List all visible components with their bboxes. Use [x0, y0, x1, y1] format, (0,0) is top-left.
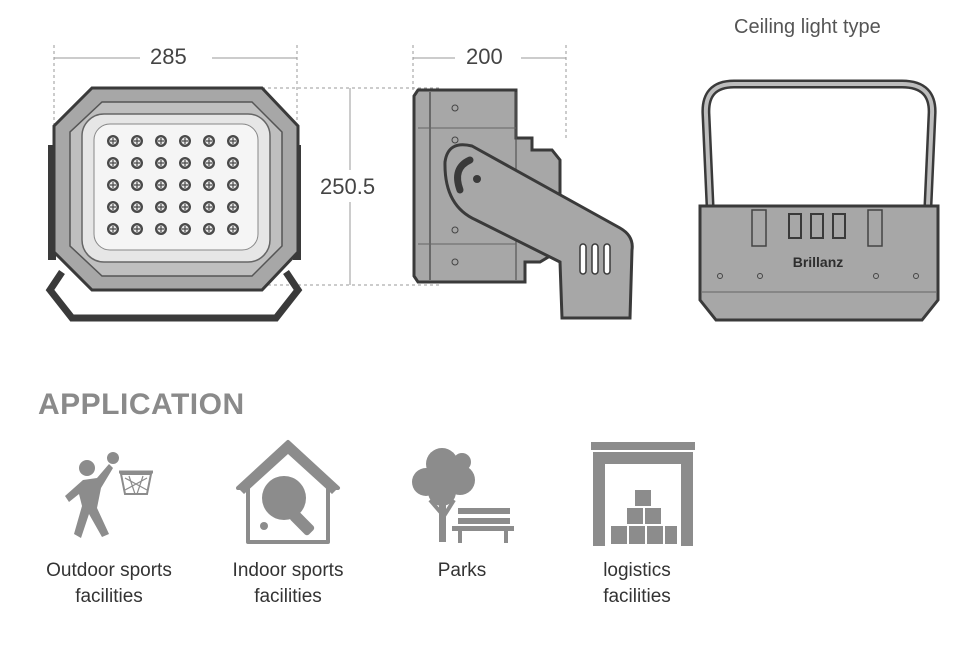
application-label: Parks — [437, 560, 487, 581]
front-view — [45, 86, 303, 322]
basketball-player-icon — [65, 452, 153, 538]
application-item-outdoor: Outdoor sports facilities — [19, 438, 199, 610]
application-title: APPLICATION — [38, 388, 245, 421]
ping-pong-house-icon — [236, 440, 340, 544]
application-item-logistics: logistics facilities — [547, 438, 727, 610]
side-view — [412, 88, 634, 320]
application-item-indoor: Indoor sports facilities — [198, 438, 378, 610]
depth-dimension: 200 — [466, 44, 503, 69]
ceiling-view: Brillanz — [698, 79, 940, 322]
park-tree-bench-icon — [412, 448, 514, 543]
application-label: facilities — [75, 586, 143, 607]
application-label: facilities — [603, 586, 671, 607]
technical-drawing: Brillanz — [45, 45, 940, 322]
application-item-parks: Parks — [372, 438, 552, 584]
width-dimension: 285 — [150, 44, 187, 69]
ceiling-type-label: Ceiling light type — [734, 16, 881, 38]
warehouse-boxes-icon — [591, 442, 695, 546]
brand-logo: Brillanz — [793, 254, 844, 270]
application-label: facilities — [254, 586, 322, 607]
application-label: Indoor sports — [232, 560, 344, 581]
application-label: logistics — [603, 560, 671, 581]
application-label: Outdoor sports — [46, 560, 172, 581]
height-dimension: 250.5 — [320, 174, 376, 199]
